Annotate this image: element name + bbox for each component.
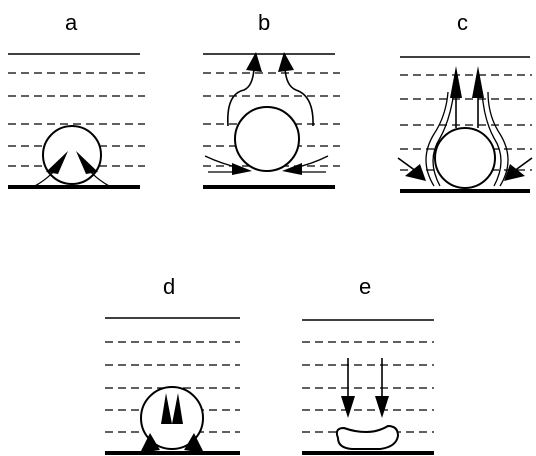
arrow-head <box>341 396 355 418</box>
bubble <box>43 126 101 184</box>
panel-c: c <box>398 10 532 191</box>
arrow-head <box>375 396 389 418</box>
panel-label-a: a <box>65 10 78 35</box>
panel-d: d <box>105 274 240 453</box>
arrow-head <box>405 164 426 181</box>
bubble <box>435 128 495 188</box>
arrow-head <box>450 66 462 98</box>
arrow-head <box>246 52 262 72</box>
panel-label-d: d <box>163 274 175 299</box>
arrow-head <box>472 66 484 98</box>
panel-label-b: b <box>258 10 270 35</box>
panel-b: b <box>203 10 340 187</box>
panel-e: e <box>302 274 434 453</box>
panel-label-e: e <box>359 274 371 299</box>
bubble <box>235 107 299 171</box>
arrow-head <box>278 52 294 72</box>
flattened-bubble <box>337 426 398 449</box>
panel-label-c: c <box>457 10 468 35</box>
panel-a: a <box>8 10 145 187</box>
